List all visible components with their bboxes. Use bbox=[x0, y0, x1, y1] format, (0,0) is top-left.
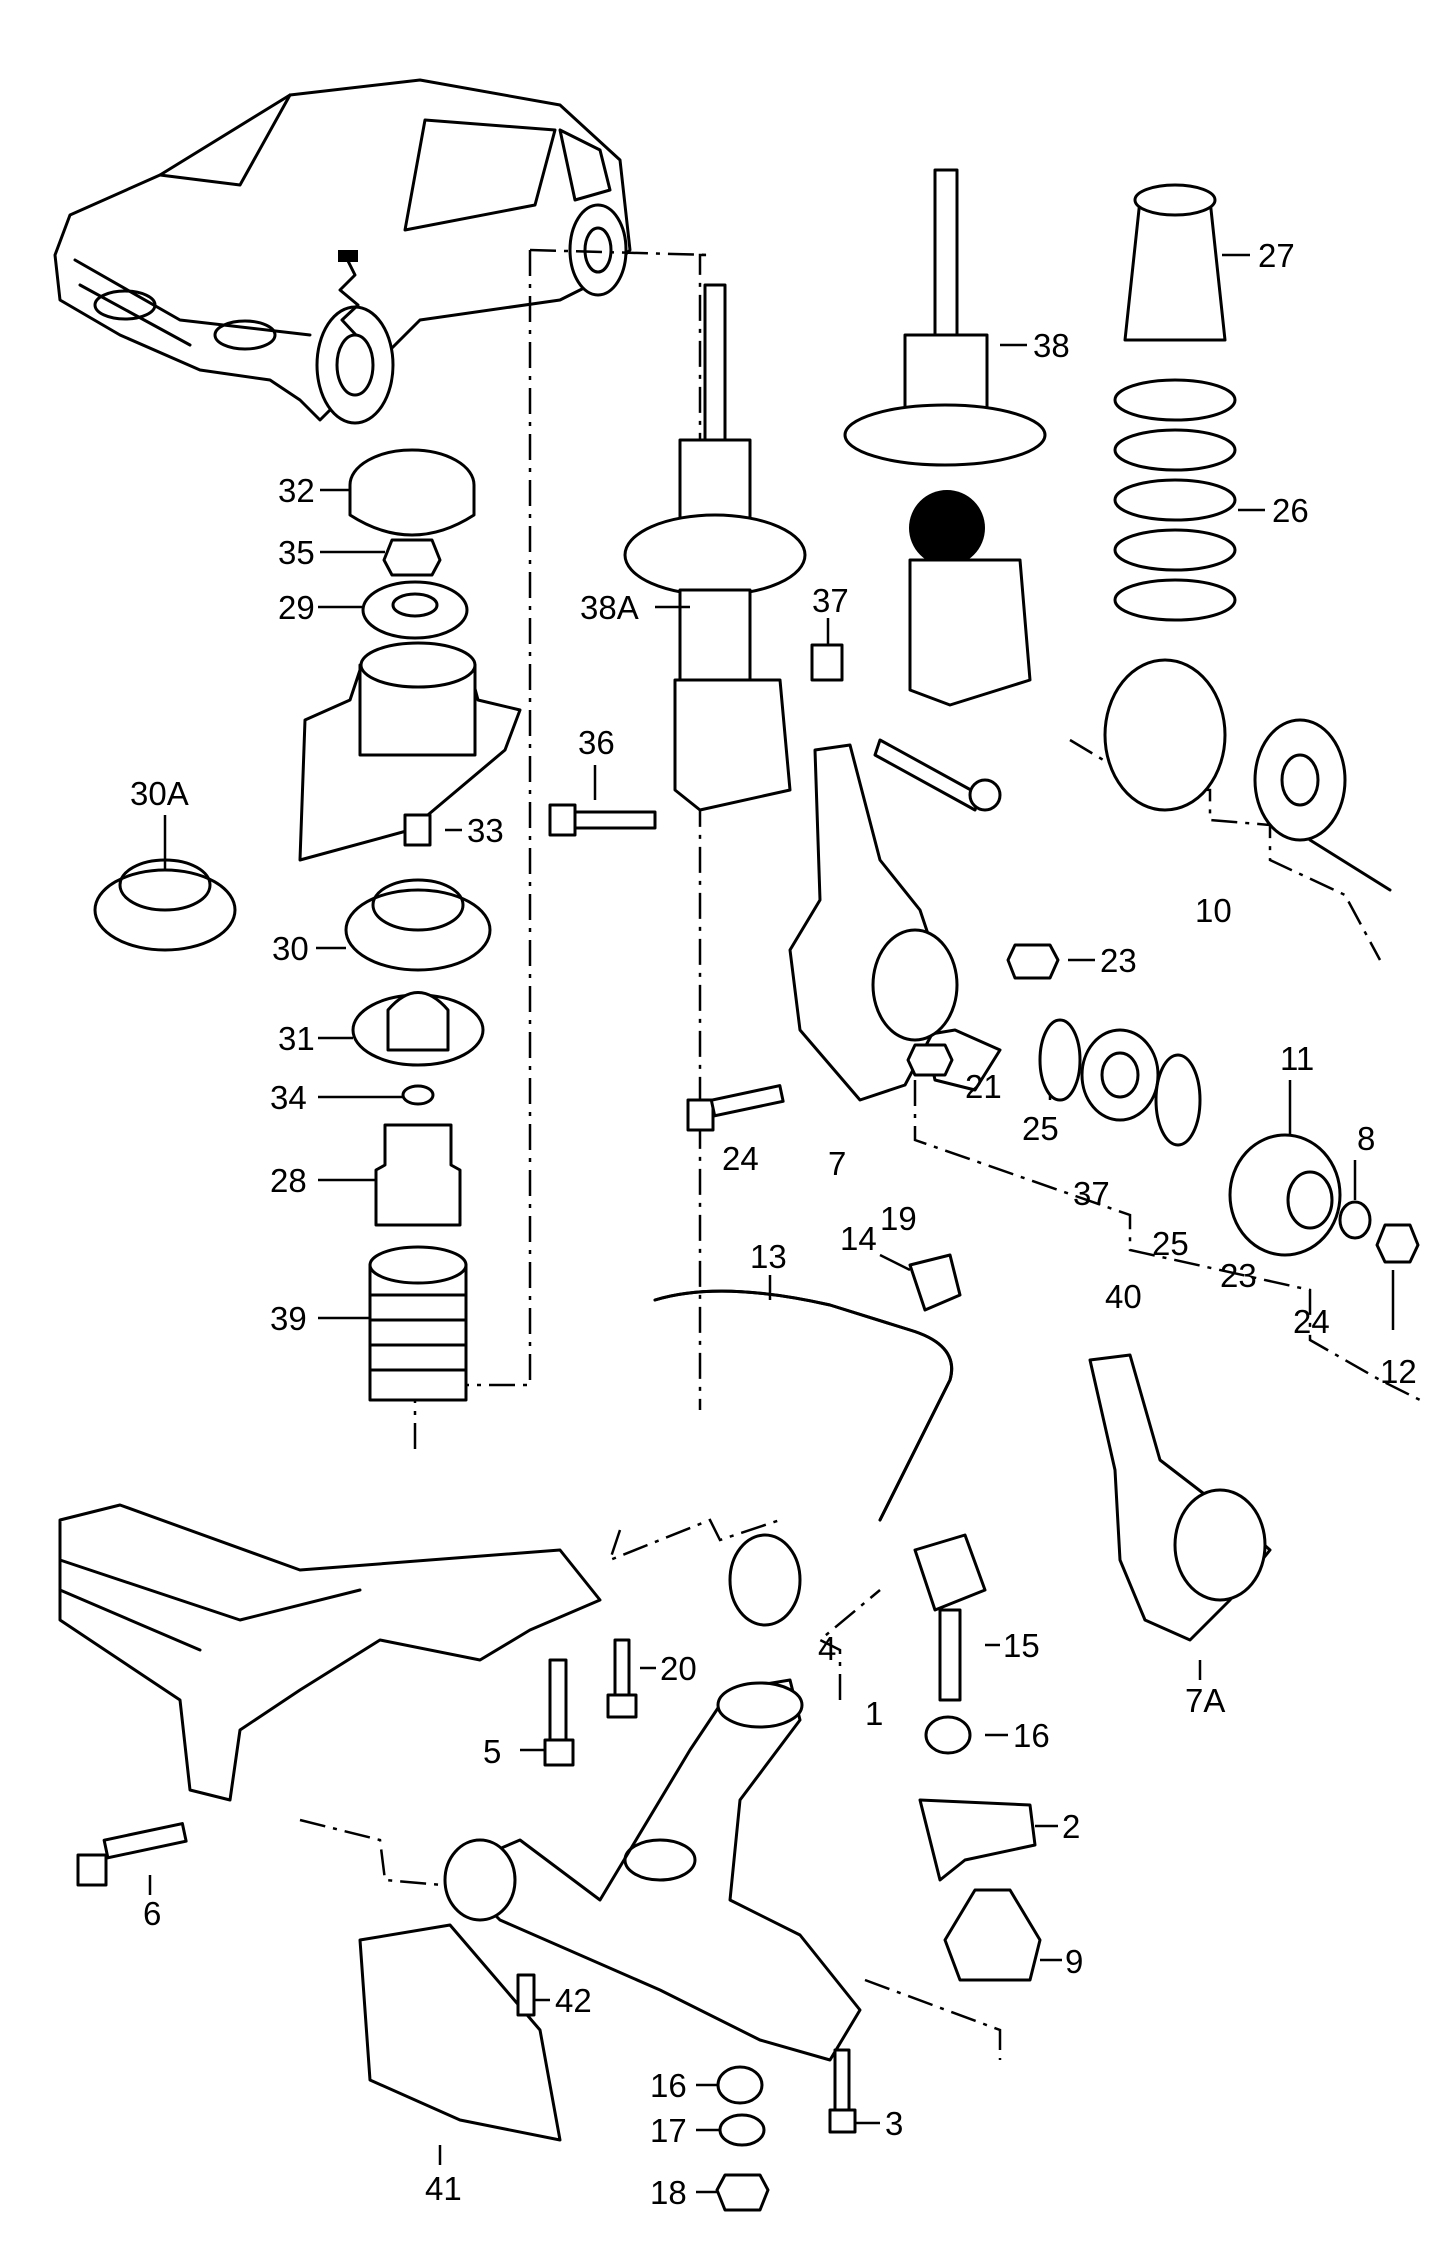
label-1: 1 bbox=[865, 1695, 883, 1732]
label-34: 34 bbox=[270, 1079, 307, 1116]
label-42: 42 bbox=[555, 1982, 592, 2019]
label-23a: 23 bbox=[1100, 942, 1137, 979]
assembly-boundaries bbox=[299, 248, 1421, 2060]
car-illustration bbox=[53, 78, 632, 425]
label-26: 26 bbox=[1272, 492, 1309, 529]
label-10: 10 bbox=[1195, 892, 1232, 929]
label-24b: 24 bbox=[1293, 1303, 1330, 1340]
label-21: 21 bbox=[965, 1068, 1002, 1105]
steering-knuckles bbox=[788, 738, 1272, 1642]
label-19: 19 bbox=[880, 1200, 917, 1237]
label-7a: 7A bbox=[1185, 1682, 1225, 1719]
label-16b: 16 bbox=[650, 2067, 687, 2104]
label-30: 30 bbox=[272, 930, 309, 967]
label-13: 13 bbox=[750, 1238, 787, 1275]
label-9: 9 bbox=[1065, 1943, 1083, 1980]
label-18: 18 bbox=[650, 2174, 687, 2211]
label-20: 20 bbox=[660, 1650, 697, 1687]
label-40: 40 bbox=[1105, 1278, 1142, 1315]
leader-lines bbox=[148, 253, 1395, 2194]
label-25a: 25 bbox=[1022, 1110, 1059, 1147]
label-3: 3 bbox=[885, 2105, 903, 2142]
hub-and-bearing bbox=[923, 658, 1420, 1264]
label-5: 5 bbox=[483, 1733, 501, 1770]
label-38: 38 bbox=[1033, 327, 1070, 364]
label-11: 11 bbox=[1280, 1040, 1314, 1077]
label-41: 41 bbox=[425, 2170, 462, 2207]
label-37b: 37 bbox=[1073, 1175, 1110, 1212]
label-32: 32 bbox=[278, 472, 315, 509]
label-17: 17 bbox=[650, 2112, 687, 2149]
part-labels: 1 2 3 4 5 6 7 7A 8 9 10 11 12 13 14 15 1… bbox=[130, 237, 1417, 2211]
hardware bbox=[76, 643, 1060, 2212]
label-31: 31 bbox=[278, 1020, 315, 1057]
spring-and-dust-cover bbox=[1113, 183, 1237, 622]
label-33: 33 bbox=[467, 812, 504, 849]
label-36: 36 bbox=[578, 724, 615, 761]
label-30a: 30A bbox=[130, 775, 189, 812]
strut-mount-parts bbox=[93, 448, 522, 1402]
label-8: 8 bbox=[1357, 1120, 1375, 1157]
label-25b: 25 bbox=[1152, 1225, 1189, 1262]
label-28: 28 bbox=[270, 1162, 307, 1199]
label-14: 14 bbox=[840, 1220, 877, 1257]
label-2: 2 bbox=[1062, 1808, 1080, 1845]
label-6: 6 bbox=[143, 1895, 161, 1932]
label-39: 39 bbox=[270, 1300, 307, 1337]
label-38a: 38A bbox=[580, 589, 639, 626]
control-arm bbox=[443, 1678, 862, 2062]
label-27: 27 bbox=[1258, 237, 1295, 274]
label-23b: 23 bbox=[1220, 1257, 1257, 1294]
label-15: 15 bbox=[1003, 1627, 1040, 1664]
struts bbox=[623, 168, 1047, 812]
label-24a: 24 bbox=[722, 1140, 759, 1177]
label-7: 7 bbox=[828, 1145, 846, 1182]
label-12: 12 bbox=[1380, 1353, 1417, 1390]
label-4: 4 bbox=[818, 1630, 836, 1667]
label-37a: 37 bbox=[812, 582, 849, 619]
subframe bbox=[58, 1503, 802, 1802]
label-16a: 16 bbox=[1013, 1717, 1050, 1754]
stabilizer-bar bbox=[653, 1253, 987, 1702]
label-35: 35 bbox=[278, 534, 315, 571]
label-29: 29 bbox=[278, 589, 315, 626]
